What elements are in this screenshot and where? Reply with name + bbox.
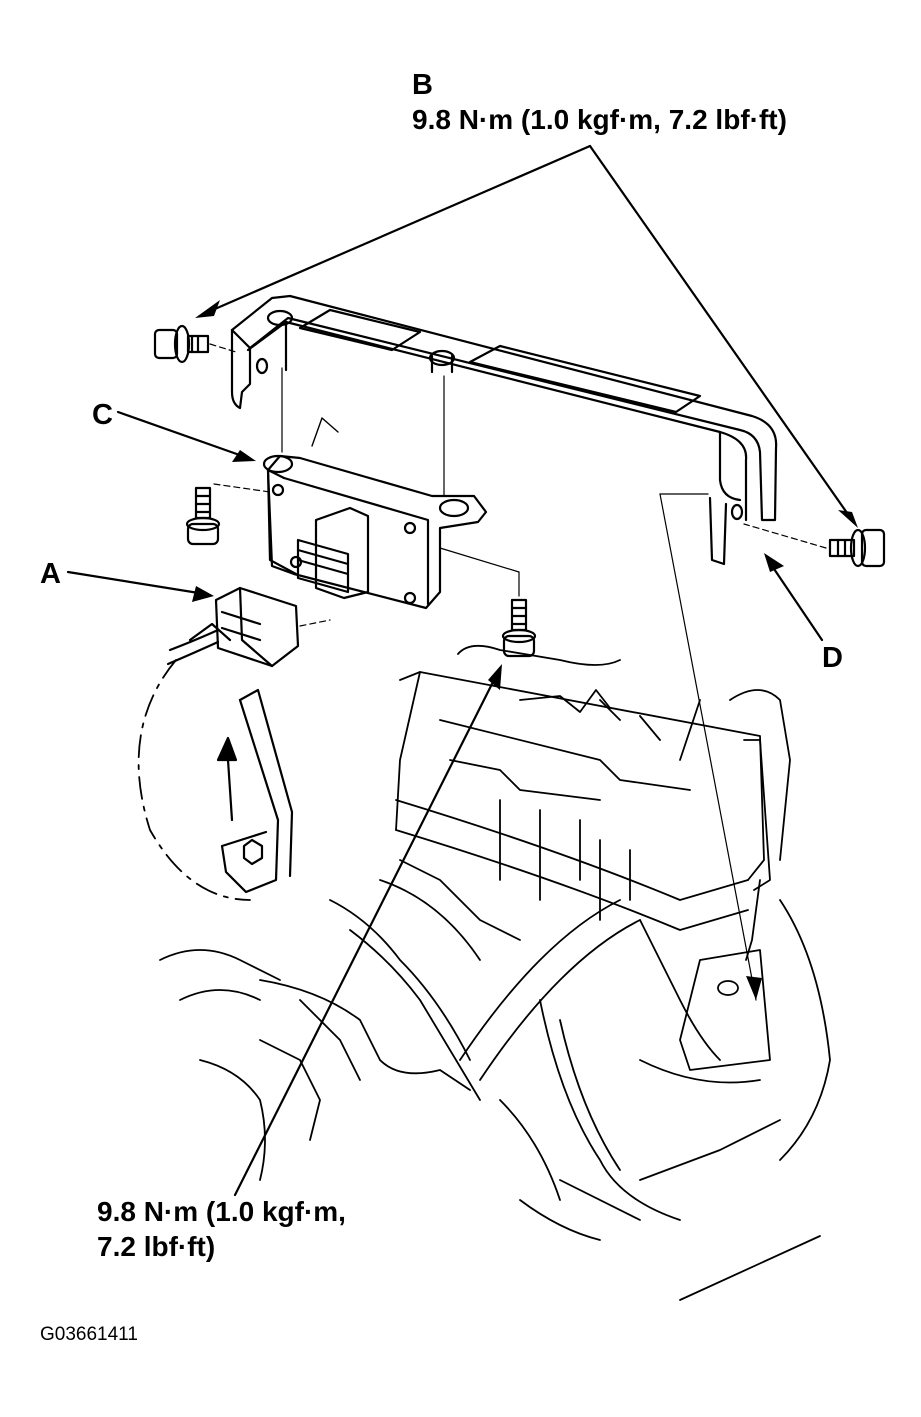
bolt-right (743, 523, 886, 568)
callout-letter-d: D (822, 642, 843, 674)
torque-spec-b: 9.8 N·m (1.0 kgf·m, 7.2 lbf·ft) (412, 104, 787, 135)
bolt-module-left (185, 483, 271, 546)
control-module (262, 367, 488, 610)
detail-circle (137, 659, 294, 901)
bolt-left (153, 324, 237, 364)
engine-bay-background (159, 493, 831, 1301)
figure-code: G03661411 (40, 1324, 138, 1345)
leader-lines (66, 144, 858, 1197)
flange-bolts (153, 324, 886, 658)
bolt-module-right (439, 547, 537, 658)
callout-letter-b: B (412, 69, 433, 101)
callout-letter-a: A (40, 558, 61, 590)
torque-spec-bottom-line1: 9.8 N·m (1.0 kgf·m, (97, 1196, 346, 1227)
callout-letter-c: C (92, 399, 113, 431)
harness-connector (166, 586, 331, 668)
mounting-bracket (230, 294, 778, 566)
torque-spec-bottom-line2: 7.2 lbf·ft) (97, 1231, 216, 1262)
